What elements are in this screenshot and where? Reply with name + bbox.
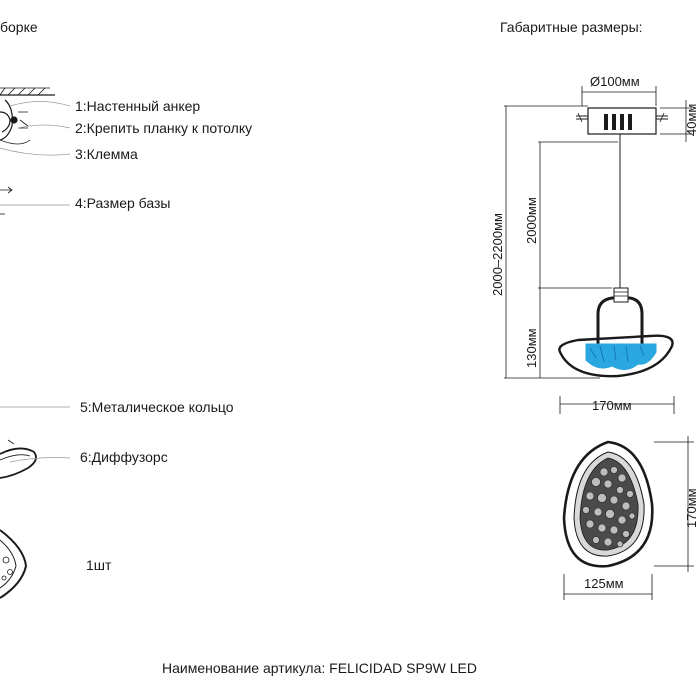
leader-line-2: [17, 124, 71, 129]
ceiling-mount-sketch: [0, 87, 55, 145]
part-label-6: 6:Диффузорс: [80, 449, 168, 465]
lamp-height-front-dim: [654, 436, 694, 572]
part-label-5: 5:Металическое кольцо: [80, 399, 234, 415]
lamp-width-side-label: 170мм: [592, 398, 632, 413]
total-height-label: 2000–2200мм: [490, 213, 505, 296]
lamp-height-front-label: 170мм: [684, 488, 699, 528]
leader-line-1: [9, 101, 71, 107]
canopy: [576, 107, 668, 135]
leader-line-6: [9, 457, 71, 463]
assembly-header-fragment: борке: [0, 19, 38, 35]
lamp-front-view: [562, 440, 654, 568]
reference-lines: [504, 105, 618, 379]
lamp-width-side-dim: [559, 396, 675, 414]
part-label-2: 2:Крепить планку к потолку: [75, 120, 253, 136]
part-label-3: 3:Клемма: [75, 146, 138, 162]
canopy-diameter-dim: [581, 86, 657, 106]
dimensions-title: Габаритные размеры:: [500, 19, 643, 35]
canopy-height-label: 40мм: [684, 104, 699, 136]
leader-line-3: [0, 147, 71, 156]
diffuser-sketch: [0, 439, 71, 479]
honeycomb-pattern: [582, 466, 636, 548]
quantity-label: 1шт: [86, 557, 112, 573]
canopy-diameter-label: Ø100мм: [590, 74, 640, 89]
lamp-height-label: 130мм: [524, 328, 539, 368]
part-label-4: 4:Размер базы: [75, 195, 171, 211]
canopy-height-dim: [660, 100, 692, 142]
base-size-mark: [0, 186, 13, 215]
article-name: Наименование артикула: FELICIDAD SP9W LE…: [162, 660, 477, 676]
leader-lines: [0, 101, 71, 408]
front-piece-sketch: [0, 529, 28, 599]
lamp-width-front-label: 125мм: [584, 576, 624, 591]
cable-length-label: 2000мм: [524, 197, 539, 244]
part-label-1: 1:Настенный анкер: [75, 98, 201, 114]
lamp-width-front-dim: [563, 574, 653, 600]
lamp-side-view: [558, 287, 674, 378]
